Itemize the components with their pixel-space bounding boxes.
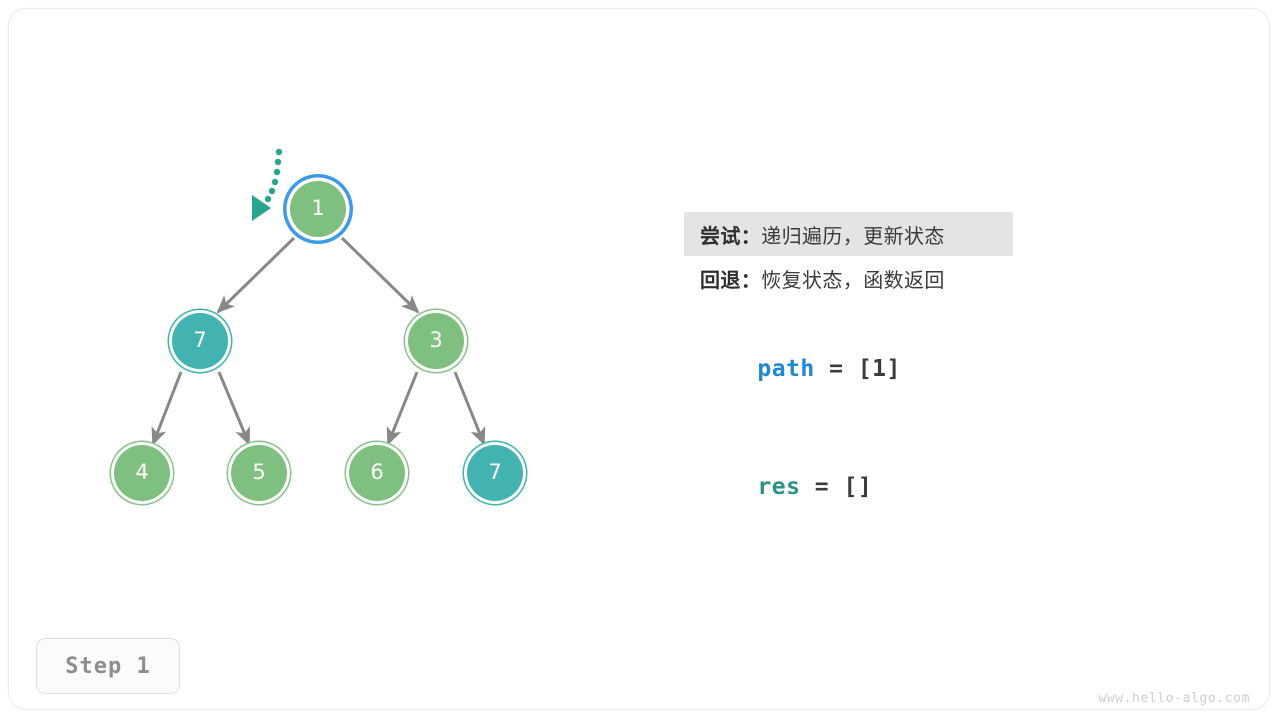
edge-3-to-7 <box>453 371 486 446</box>
tree-node-label: 7 <box>488 459 502 484</box>
panel-row-backtrack: 回退：恢复状态，函数返回 <box>684 256 1204 300</box>
tree-node-label: 4 <box>135 459 149 484</box>
res-operator: = <box>800 474 844 500</box>
tree-node-3[interactable]: 3 <box>408 313 464 369</box>
tree-node-7-right[interactable]: 7 <box>467 445 523 501</box>
panel-row-backtrack-label: 回退： <box>700 267 762 292</box>
panel-row-try-label: 尝试： <box>700 223 762 248</box>
step-badge: Step 1 <box>36 638 180 694</box>
panel-row-try-body: 递归遍历，更新状态 <box>761 223 945 248</box>
path-variable-name: path <box>757 356 815 382</box>
path-operator: = <box>814 356 858 382</box>
panel-row-try-text: 尝试：递归遍历，更新状态 <box>700 220 945 249</box>
tree-node-label: 5 <box>252 459 266 484</box>
tree-node-7-left[interactable]: 7 <box>172 313 228 369</box>
tree-node-label: 3 <box>429 327 443 352</box>
tree-node-4[interactable]: 4 <box>114 445 170 501</box>
watermark: www.hello-algo.com <box>1098 691 1250 706</box>
tree-node-label: 1 <box>311 195 325 220</box>
path-value: [1] <box>857 356 901 382</box>
edge-root-to-3 <box>340 236 420 314</box>
state-panel: 尝试：递归遍历，更新状态 回退：恢复状态，函数返回 <box>684 212 1204 300</box>
edge-7-to-4 <box>151 371 183 446</box>
panel-row-backtrack-text: 回退：恢复状态，函数返回 <box>700 264 945 293</box>
watermark-text: www.hello-algo.com <box>1098 691 1250 706</box>
path-state-row: path = [1] <box>700 330 901 408</box>
edge-3-to-6 <box>386 371 419 446</box>
edge-7-to-5 <box>217 371 251 446</box>
tree-node-5[interactable]: 5 <box>231 445 287 501</box>
tree-node-6[interactable]: 6 <box>349 445 405 501</box>
step-badge-label: Step 1 <box>65 653 151 679</box>
res-value: [] <box>843 474 873 500</box>
tree-node-label: 6 <box>370 459 384 484</box>
panel-row-try: 尝试：递归遍历，更新状态 <box>684 212 1013 256</box>
tree-node-root[interactable]: 1 <box>290 181 346 237</box>
tree-edges <box>151 148 486 446</box>
res-state-row: res = [] <box>700 448 872 526</box>
edge-root-to-7 <box>216 236 296 314</box>
pointer-triangle-icon <box>252 195 271 221</box>
tree-node-label: 7 <box>193 327 207 352</box>
res-variable-name: res <box>757 474 801 500</box>
panel-row-backtrack-body: 恢复状态，函数返回 <box>761 267 945 292</box>
